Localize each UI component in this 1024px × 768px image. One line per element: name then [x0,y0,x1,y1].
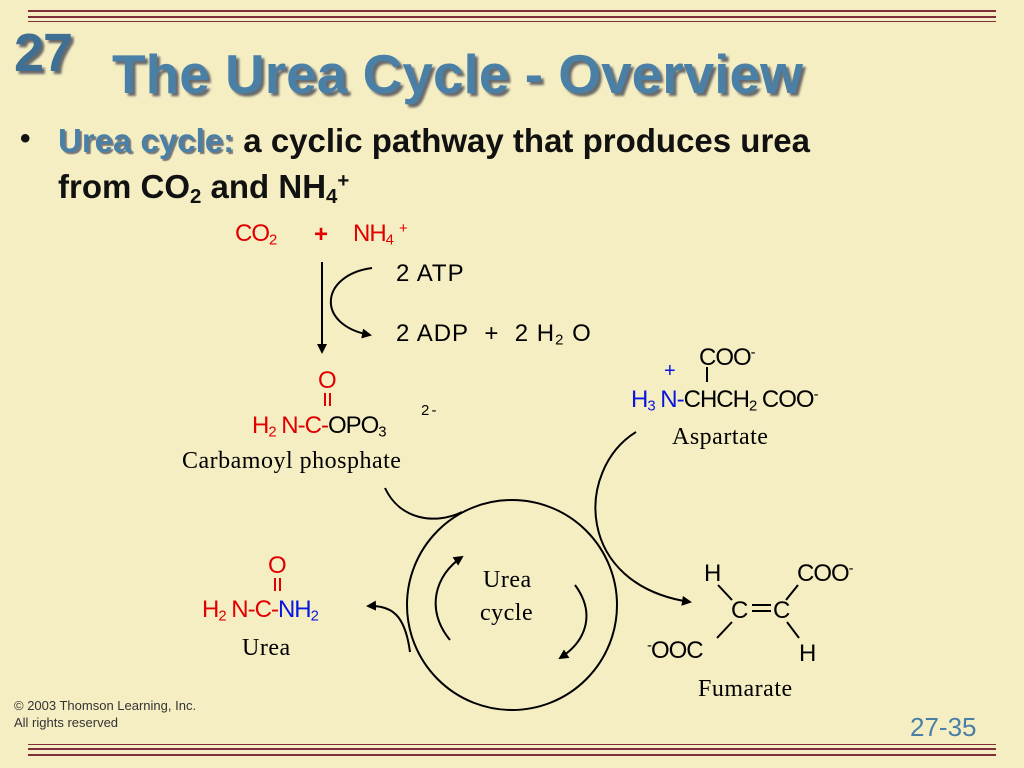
top-rule-3 [28,21,996,22]
fumarate-h-top: H [704,560,721,587]
aspartate-charge: + [664,360,676,382]
definition-line-2: from CO2 and NH4+ [58,168,349,209]
definition-text-2b: and NH [201,168,327,205]
carbamoyl-oxygen: O [318,367,337,394]
aspartate-label: Aspartate [672,424,769,450]
carbamoyl-phosphate-label: Carbamoyl phosphate [182,448,402,474]
carbamoyl-formula: H2 N-C-OPO3 [252,412,387,441]
carbamoyl-charge: 2 - [421,402,436,419]
adp-water-label: 2 ADP + 2 H2 O [396,320,592,349]
bottom-rule-3 [28,754,996,756]
fumarate-coo-top: COO- [797,560,854,587]
fumarate-h-bottom: H [799,640,816,667]
fumarate-bond-ooc [716,621,733,639]
reactant-plus: + [314,221,328,248]
fumarate-bond-h-bottom [786,621,800,639]
carbamoyl-to-cycle-curve [384,487,463,520]
bottom-rule-1 [28,744,996,745]
page-number: 27-35 [910,712,977,742]
fumarate-bond-coo-top [785,584,799,601]
top-rule-1 [28,10,996,12]
co2-subscript: 2 [190,185,202,209]
fumarate-c-right: C [773,597,790,624]
definition-line-1: Urea cycle: a cyclic pathway that produc… [58,122,810,160]
cycle-inner-arrow-right [558,584,588,660]
copyright-line-1: © 2003 Thomson Learning, Inc. [14,698,197,713]
reactant-nh4: NH4+ [353,220,408,249]
nh4-subscript: 4 [326,185,338,209]
aspartate-fumarate-curve-arrow [594,431,692,606]
fumarate-ooc: -OOC [647,637,704,664]
chapter-number: 27 [14,23,73,83]
urea-label: Urea [242,635,291,661]
bullet-marker: • [20,122,31,155]
definition-term: Urea cycle: [58,122,235,159]
aspartate-formula: H3 N-CHCH2 COO- [631,386,819,415]
fumarate-bond-h-top [717,584,733,601]
urea-formula: H2 N-C-NH2 [202,596,319,625]
cycle-to-urea-arrow [366,600,411,653]
definition-text-2a: from CO [58,168,190,205]
fumarate-label: Fumarate [698,676,793,702]
urea-cycle-circle [406,499,618,711]
nh4-charge: + [337,168,350,192]
reactant-co2: CO2 [235,220,277,249]
fumarate-c-left: C [731,597,748,624]
atp-adp-curve-arrow [329,267,373,339]
cycle-label-line-2: cycle [480,600,534,626]
copyright-line-2: All rights reserved [14,715,119,730]
urea-oxygen: O [268,552,287,579]
atp-label: 2 ATP [396,260,465,287]
definition-text-1: a cyclic pathway that produces urea [243,122,811,159]
cycle-label-line-1: Urea [483,567,532,593]
aspartate-coo-top: COO- [699,344,756,371]
page-title: The Urea Cycle - Overview [112,43,803,105]
cycle-inner-arrow-left [434,555,464,641]
top-rule-2 [28,16,996,18]
bottom-rule-2 [28,748,996,750]
